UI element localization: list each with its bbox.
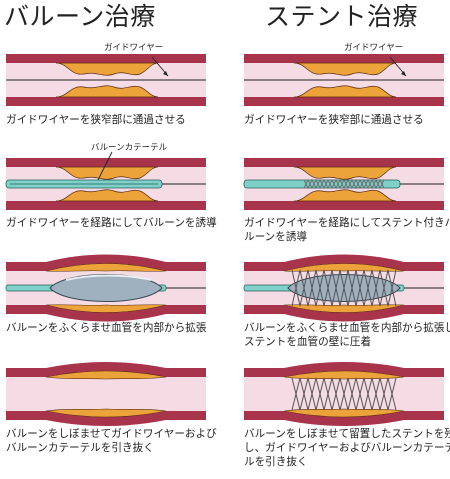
stent-step3-illustration	[243, 254, 444, 322]
stent-step1-illustration	[244, 54, 444, 106]
plaque-bottom-compressed	[283, 304, 405, 313]
plaque-bottom	[293, 85, 397, 98]
stent-balloon-insertion-diagram	[243, 158, 444, 210]
stent-step2-caption: ガイドワイヤーを経路にしてステント付きバルーンを誘導	[244, 217, 450, 243]
crimped-stent-cross	[303, 178, 385, 190]
balloon-step1-illustration	[6, 54, 206, 106]
balloon-step3-illustration	[5, 254, 206, 322]
stent-expansion-diagram	[243, 254, 444, 322]
plaque-top-remaining	[283, 370, 405, 380]
vessel-stenosis-guidewire-diagram	[244, 54, 444, 106]
balloon-withdrawn-diagram	[6, 362, 206, 426]
stent-step4-illustration	[244, 362, 444, 426]
plaque-bottom-compressed	[45, 304, 167, 313]
guidewire-callout: ガイドワイヤー	[104, 43, 164, 53]
balloon-step4-caption: バルーンをしぼませてガイドワイヤーおよびバルーンカテーテルを引き抜く	[6, 428, 217, 454]
plaque-top-remaining	[45, 370, 167, 380]
expanded-stent-cross	[291, 269, 397, 307]
plaque-bottom-remaining	[45, 408, 167, 418]
balloon-step1-caption: ガイドワイヤーを狭窄部に通過させる	[6, 114, 186, 126]
implanted-stent-cross	[291, 377, 397, 411]
guidewire-callout: ガイドワイヤー	[344, 43, 404, 53]
plaque-bottom-remaining	[283, 408, 405, 418]
balloon-step3-caption: バルーンをふくらませ血管を内部から拡張	[6, 322, 207, 334]
callout-arrowhead	[163, 71, 168, 76]
stent-step4-caption: バルーンをしぼませて留置したステントを残し、ガイドワイヤーおよびバルーンカテーテ…	[244, 428, 450, 468]
stent-step1-caption: ガイドワイヤーを狭窄部に通過させる	[244, 114, 424, 126]
plaque-top-compressed	[283, 263, 405, 272]
plaque-bottom	[55, 85, 159, 98]
vessel-lumen	[6, 371, 206, 417]
balloon-therapy-title: バルーン治療	[4, 2, 156, 31]
balloon-catheter-callout: バルーンカテーテル	[91, 143, 168, 153]
plaque-bottom	[293, 189, 397, 202]
balloon-inflation-diagram	[5, 254, 206, 322]
stent-deployed-diagram	[244, 362, 444, 426]
stent-step3-caption: バルーンをふくらませ血管を内部から拡張しステントを血管の壁に圧着	[244, 322, 450, 348]
plaque-top-compressed	[45, 263, 167, 272]
balloon-highlight	[65, 274, 152, 281]
callout-arrowhead	[401, 71, 406, 76]
crimped-stent	[303, 178, 385, 190]
plaque-top	[293, 166, 397, 180]
plaque-top	[55, 62, 159, 76]
balloon-step4-illustration	[6, 362, 206, 426]
plaque-top	[55, 166, 159, 180]
stent-step2-illustration	[243, 158, 444, 210]
balloon-step2-illustration	[5, 151, 206, 210]
balloon-catheter-insertion-diagram	[5, 151, 206, 210]
plaque-bottom	[55, 189, 159, 202]
callout-leader	[97, 151, 113, 181]
vessel-stenosis-guidewire-diagram	[6, 54, 206, 106]
stent-therapy-title: ステント治療	[265, 2, 419, 31]
plaque-top	[293, 62, 397, 76]
balloon-step2-caption: ガイドワイヤーを経路にしてバルーンを誘導	[6, 217, 217, 229]
